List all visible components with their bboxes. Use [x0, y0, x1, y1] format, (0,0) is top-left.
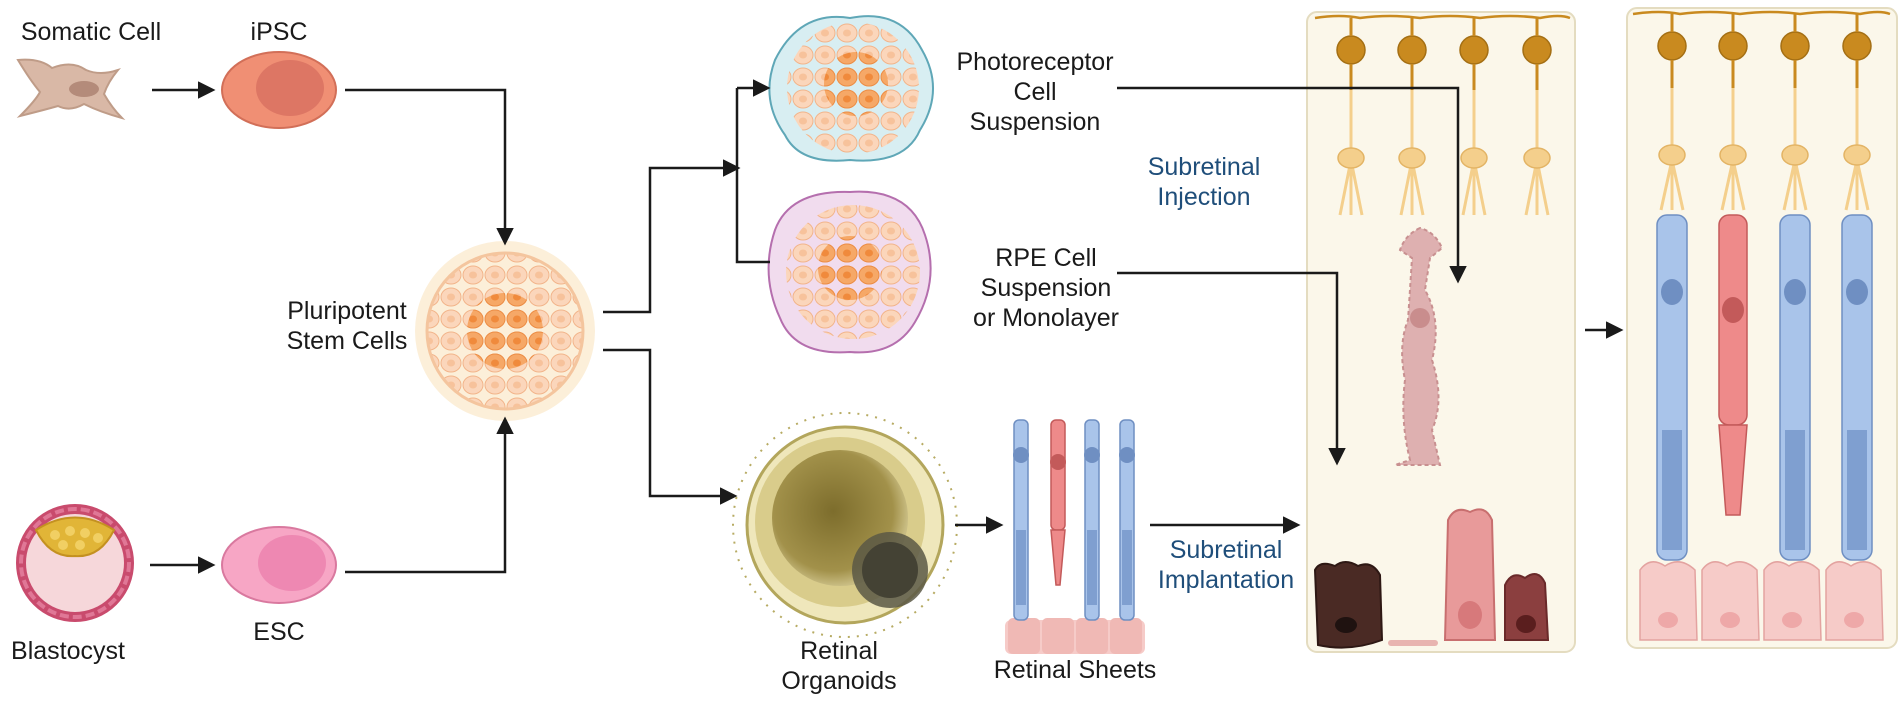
stem-cell-cluster-icon: [415, 241, 595, 421]
blastocyst-icon: [16, 504, 134, 622]
rpe-suspension-icon: [767, 190, 932, 354]
retinal-organoids-label: Retinal Organoids: [781, 637, 897, 695]
subretinal-implantation-label: Subretinal Implantation: [1157, 536, 1295, 594]
photoreceptor-suspension-icon: [768, 15, 934, 162]
ipsc-label: iPSC: [250, 18, 308, 46]
esc-label: ESC: [253, 618, 305, 646]
blastocyst-label: Blastocyst: [11, 637, 125, 665]
degenerated-retina-icon: [1306, 11, 1576, 653]
somatic-cell-label: Somatic Cell: [20, 18, 162, 46]
retinal-sheets-label: Retinal Sheets: [993, 656, 1157, 684]
ipsc-cell-icon: [221, 51, 337, 129]
flow-arrows: [150, 79, 1624, 574]
retinal-sheet-icon: [1005, 419, 1145, 654]
photoreceptor-suspension-label: Photoreceptor Cell Suspension: [956, 48, 1114, 136]
somatic-cell-icon: [16, 58, 126, 120]
esc-cell-icon: [221, 526, 337, 604]
retinal-organoid-icon: [732, 412, 958, 638]
pluripotent-stem-cells-label: Pluripotent Stem Cells: [286, 297, 408, 355]
rpe-suspension-label: RPE Cell Suspension or Monolayer: [973, 244, 1119, 332]
restored-retina-icon: [1626, 7, 1898, 649]
subretinal-injection-label: Subretinal Injection: [1147, 153, 1261, 211]
